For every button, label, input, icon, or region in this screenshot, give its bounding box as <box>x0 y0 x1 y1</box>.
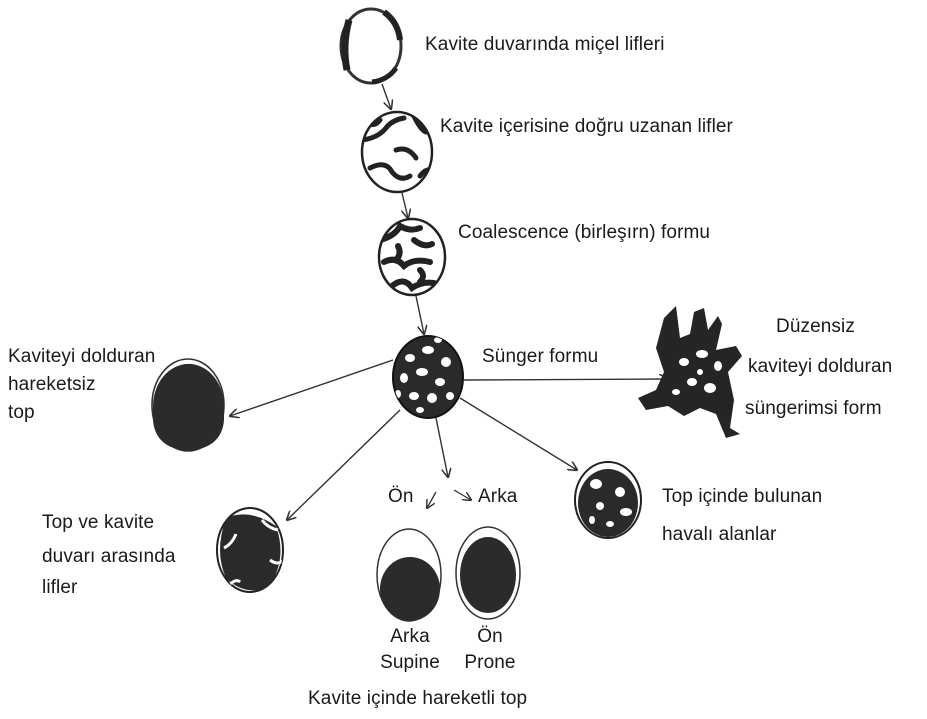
stage4-sponge-ball <box>393 336 463 418</box>
stage2-fibers-ring <box>362 112 432 192</box>
label-arka: Arka <box>478 482 517 512</box>
label-stage2: Kavite içerisine doğru uzanan lifler <box>440 112 733 142</box>
label-fiber-ball-3: lifler <box>42 573 77 603</box>
label-static-ball-1: Kaviteyi dolduran <box>8 342 155 372</box>
caption-mobile-ball: Kavite içinde hareketli top <box>308 684 527 714</box>
label-on: Ön <box>388 482 414 512</box>
arrow-arka <box>454 490 471 500</box>
arrow-2-3 <box>402 193 408 218</box>
label-air-ball-2: havalı alanlar <box>662 520 776 550</box>
arrow-to-static-ball <box>230 360 393 416</box>
label-air-ball-1: Top içinde bulunan <box>662 482 822 512</box>
label-stage1: Kavite duvarında miçel lifleri <box>425 30 665 60</box>
label-fiber-ball-1: Top ve kavite <box>42 508 154 538</box>
label-prone-2: Prone <box>450 650 530 676</box>
mobile-ball-supine <box>377 529 441 621</box>
label-stage4: Sünger formu <box>482 342 598 372</box>
arrow-to-mobile-ball <box>436 418 448 477</box>
fiber-ball-cavity <box>217 508 284 592</box>
arrow-to-irregular-form <box>463 379 668 380</box>
arrow-1-2 <box>382 84 391 109</box>
label-prone-1: Ön <box>450 624 530 650</box>
irregular-sponge-form <box>638 306 742 438</box>
arrow-to-air-ball <box>460 398 577 470</box>
label-stage3: Coalescence (birleşırn) formu <box>458 218 710 248</box>
air-space-ball <box>575 462 641 538</box>
label-irregular-2: kaviteyi dolduran <box>748 352 892 382</box>
label-fiber-ball-2: duvarı arasında <box>42 542 176 572</box>
label-supine-1: Arka <box>370 624 450 650</box>
label-static-ball-3: top <box>8 398 35 428</box>
static-ball-cavity <box>152 359 224 451</box>
mobile-ball-prone <box>456 527 520 619</box>
stage1-cavity-ring <box>341 9 401 83</box>
arrow-3-4 <box>416 296 424 334</box>
arrow-to-fiber-ball <box>287 410 400 520</box>
arrow-on <box>427 492 436 508</box>
label-static-ball-2: hareketsiz <box>8 370 96 400</box>
stage3-coalescence-ring <box>379 219 445 295</box>
label-irregular-3: süngerimsi form <box>745 394 882 424</box>
label-irregular-1: Düzensiz <box>776 312 855 342</box>
label-supine-2: Supine <box>370 650 450 676</box>
